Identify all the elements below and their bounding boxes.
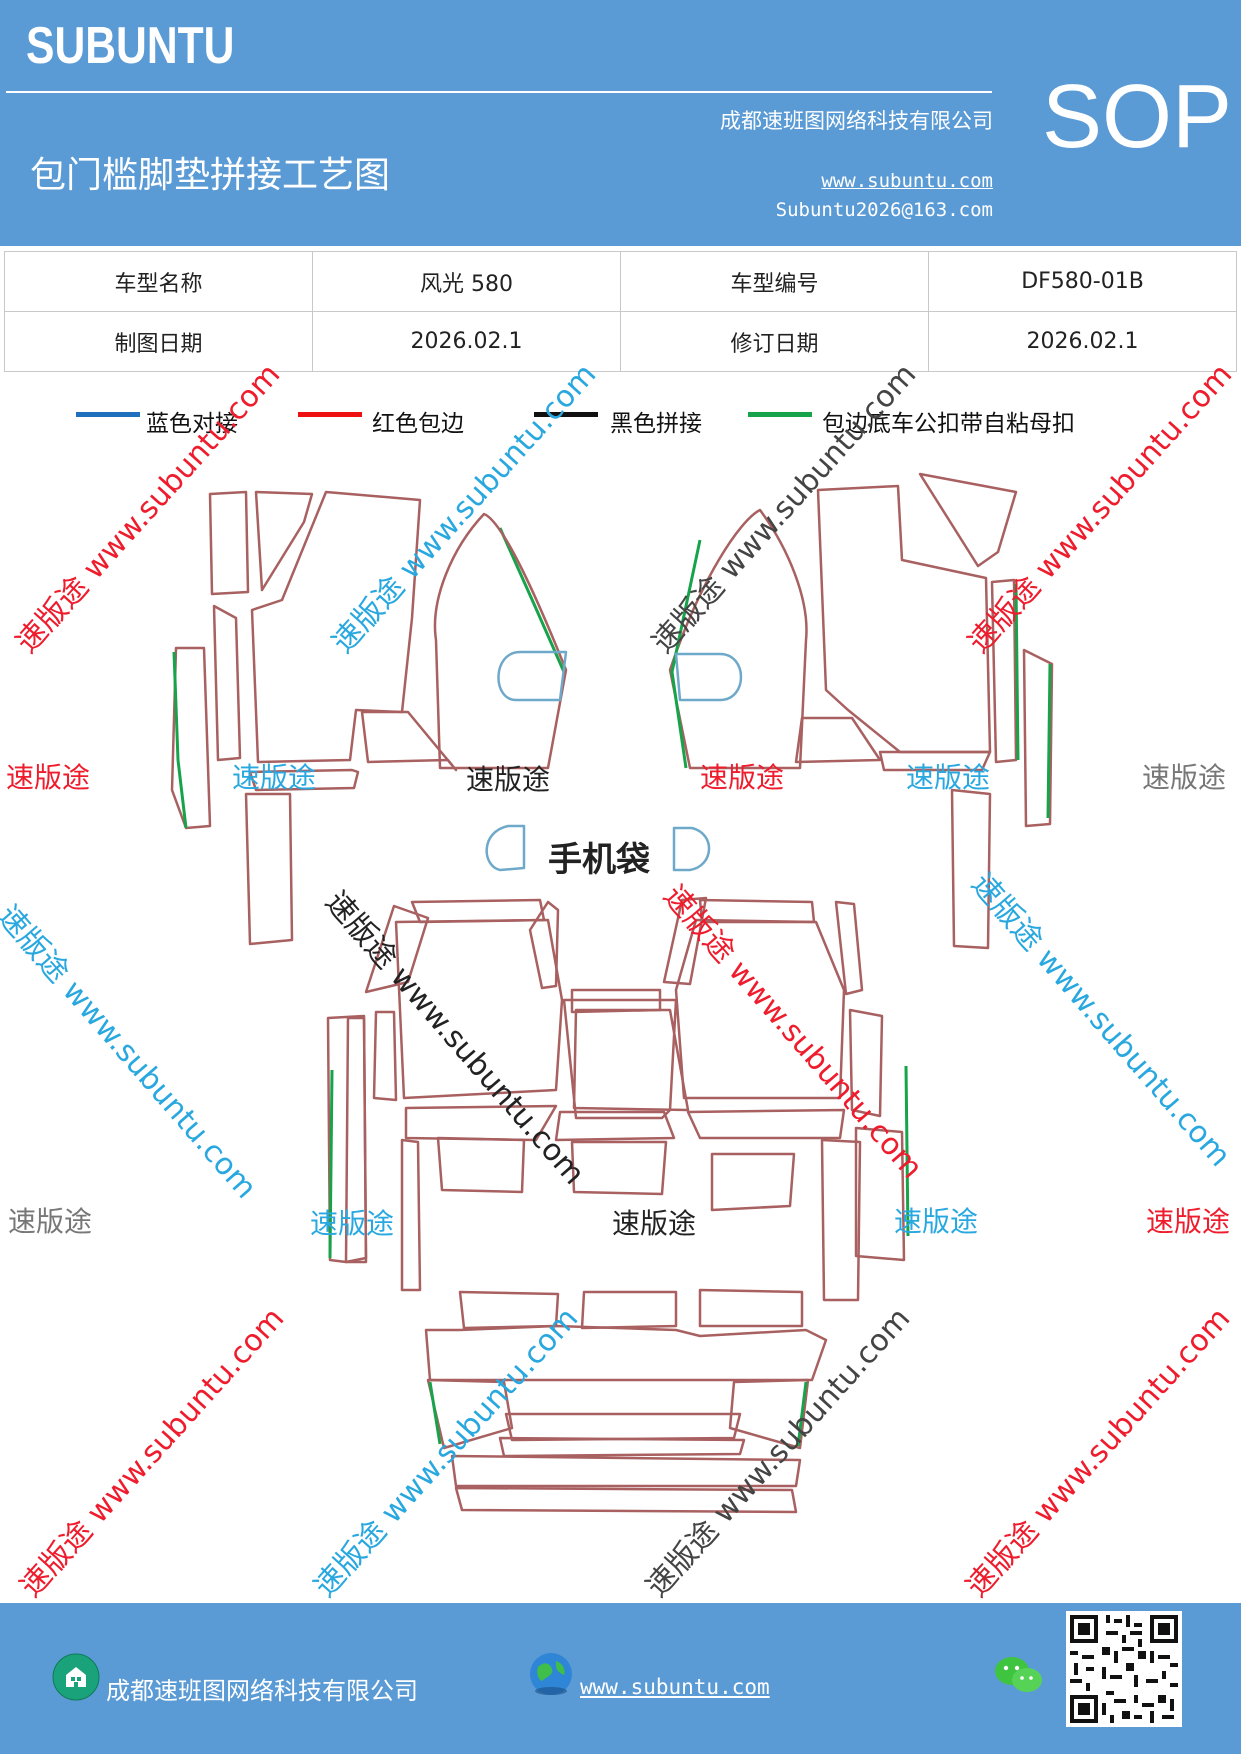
upper-left-panels — [170, 490, 458, 946]
wechat-icon — [995, 1657, 1042, 1692]
right-phone-bag — [674, 652, 743, 702]
left-phone-bag — [497, 650, 568, 702]
green-edge — [498, 527, 566, 673]
lower-panels — [424, 1288, 828, 1514]
table-cell: 2026.02.1 — [928, 311, 1237, 372]
watermark-text: 速版途 — [612, 1207, 697, 1240]
green-edge — [904, 1065, 910, 1237]
building-icon — [52, 1653, 100, 1701]
phone-bag-boxes — [485, 824, 711, 872]
left-door-panel — [433, 512, 568, 770]
green-edge — [670, 539, 702, 769]
company-name: 成都速班图网络科技有限公司 — [720, 109, 993, 133]
footer-company: 成都速班图网络科技有限公司 — [106, 1677, 418, 1705]
footer-website-link[interactable]: www.subuntu.com — [580, 1675, 770, 1699]
table-cell: 风光 580 — [312, 251, 621, 312]
watermark-text: 速版途 — [906, 761, 991, 794]
green-edge — [1014, 583, 1020, 761]
legend-swatch — [748, 412, 812, 417]
legend-swatch — [534, 412, 598, 417]
green-edge — [1046, 663, 1052, 819]
qr-code — [1066, 1611, 1182, 1727]
legend-label: 包边底车公扣带自粘母扣 — [822, 411, 1075, 437]
watermark-text: 速版途 — [310, 1207, 395, 1240]
globe-icon — [530, 1653, 572, 1695]
phone-bag-label: 手机袋 — [548, 840, 650, 880]
website-link[interactable]: www.subuntu.com — [821, 170, 993, 192]
middle-panels — [326, 896, 906, 1302]
watermark-text: 速版途 — [1146, 1205, 1231, 1238]
green-edge — [172, 651, 188, 829]
header-band: SUBUNTU 包门槛脚垫拼接工艺图 成都速班图网络科技有限公司 www.sub… — [0, 0, 1241, 246]
email-address: Subuntu2026@163.com — [775, 199, 993, 221]
table-cell: 修订日期 — [620, 311, 929, 372]
legend-swatch — [298, 412, 362, 417]
qr-code-pattern — [1066, 1611, 1182, 1727]
sop-badge: SOP — [1042, 67, 1233, 167]
table-cell: 车型编号 — [620, 251, 929, 312]
legend-label: 蓝色对接 — [146, 411, 238, 437]
footer-band — [0, 1603, 1241, 1754]
watermark-text: 速版途 — [6, 761, 91, 794]
table-cell: 车型名称 — [4, 251, 313, 312]
green-edge — [796, 1381, 808, 1447]
legend-label: 黑色拼接 — [610, 411, 702, 437]
table-row: 制图日期 2026.02.1 修订日期 2026.02.1 — [4, 311, 1237, 372]
watermark-text: 速版途 — [1142, 761, 1227, 794]
header-divider — [6, 91, 992, 93]
table-row: 车型名称 风光 580 车型编号 DF580-01B — [4, 251, 1237, 312]
table-cell: 2026.02.1 — [312, 311, 621, 372]
upper-right-panels — [794, 472, 1054, 950]
page-title: 包门槛脚垫拼接工艺图 — [30, 155, 391, 196]
green-edge — [328, 1069, 334, 1259]
table-cell: DF580-01B — [928, 251, 1237, 312]
watermark-text: 速版途 — [894, 1205, 979, 1238]
legend-label: 红色包边 — [372, 411, 464, 437]
logo: SUBUNTU — [26, 17, 235, 75]
info-table: 车型名称 风光 580 车型编号 DF580-01B 制图日期 2026.02.… — [4, 251, 1237, 372]
green-edge — [428, 1381, 442, 1445]
watermark-text: 速版途 — [232, 761, 317, 794]
table-cell: 制图日期 — [4, 311, 313, 372]
watermark-text: 速版途 — [8, 1205, 93, 1238]
watermark-text: 速版途 — [466, 763, 551, 796]
legend-swatch — [76, 412, 140, 417]
watermark-text: 速版途 — [700, 761, 785, 794]
